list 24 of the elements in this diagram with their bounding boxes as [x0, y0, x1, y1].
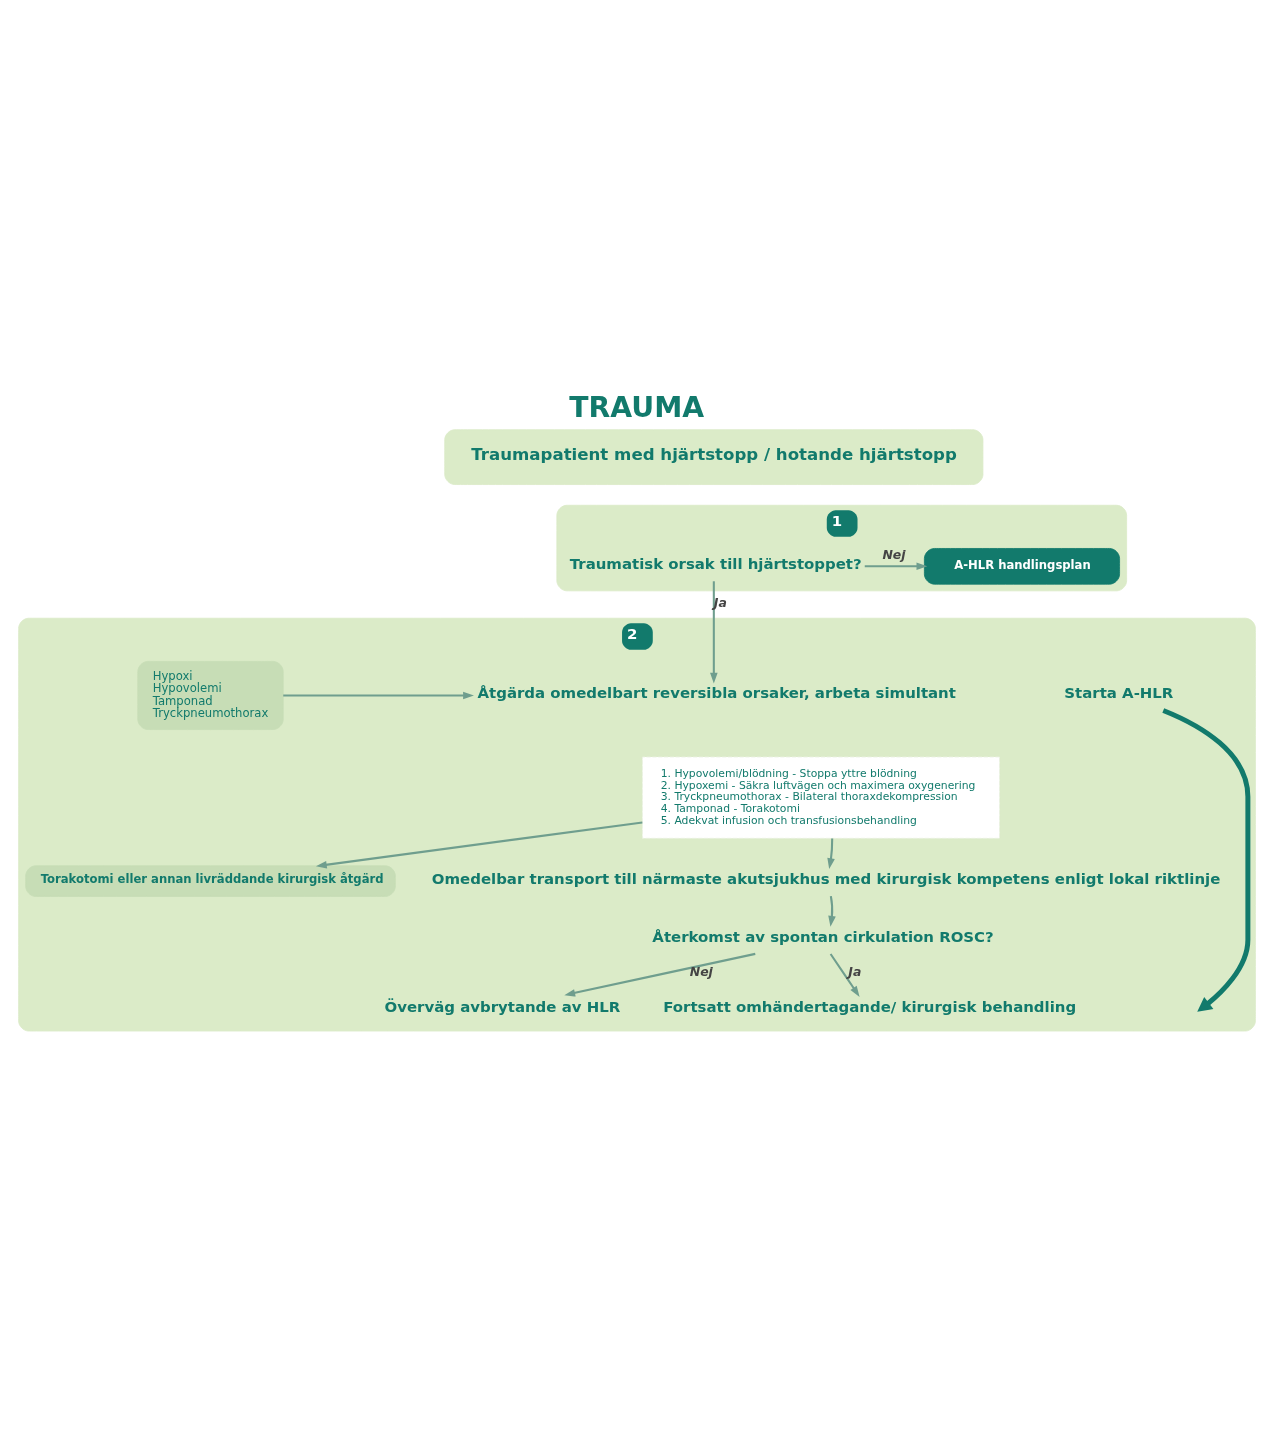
node-text: Åtgärda omedelbart reversibla orsaker, arbeta simultant — [477, 684, 956, 703]
node-box: Torakotomi eller annan livräddande kirurgisk åtgärd — [25, 865, 396, 897]
node-box: 1. Hypovolemi/blödning - Stoppa yttre blödning 2. Hypoxemi - Säkra luftvägen och maximera oxygenering 3. Tryckpneumothorax - Bilateral thoraxdekompression 4. Tamponad - Torakotomi 5. Adekvat infusion och transfusionsbehandling — [642, 756, 1000, 839]
edge-label: Ja — [848, 964, 862, 980]
node-box: Traumapatient med hjärtstopp / hotande hjärtstopp — [444, 429, 984, 485]
arrow — [864, 562, 928, 571]
arrow — [283, 691, 474, 700]
edge-label: Nej — [882, 546, 906, 562]
node-text: Omedelbar transport till närmaste akutsjukhus med kirurgisk kompetens enligt lokal riktlinje — [431, 869, 1221, 888]
arrow — [829, 953, 860, 997]
diagram-title: TRAUMA — [569, 391, 705, 425]
node-text: Återkomst av spontan cirkulation ROSC? — [652, 927, 994, 946]
arrow — [827, 838, 835, 870]
node-box: Hypoxi Hypovolemi Tamponad Tryckpneumothorax — [137, 661, 284, 730]
edge-label: Nej — [689, 964, 713, 980]
arrow — [315, 821, 643, 869]
node-text: Fortsatt omhändertagande/ kirurgisk behandling — [663, 998, 1077, 1017]
arrow — [710, 581, 718, 684]
node-text: Överväg avbrytande av HLR — [384, 998, 621, 1017]
node-text: Starta A-HLR — [1064, 684, 1174, 703]
node-text: Traumatisk orsak till hjärtstoppet? — [569, 555, 862, 574]
node-box: A-HLR handlingsplan — [923, 548, 1120, 585]
arrow — [828, 895, 836, 927]
arrow — [564, 952, 756, 997]
